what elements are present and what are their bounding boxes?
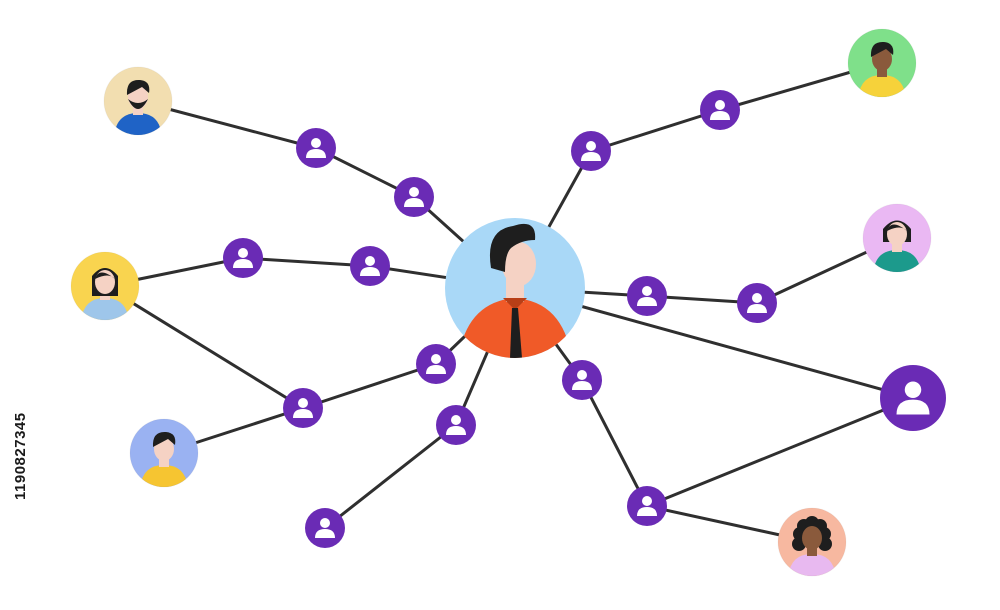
user-icon-head: [409, 187, 419, 197]
user-node-icon: [305, 508, 345, 548]
user-icon-body: [404, 198, 424, 207]
connection-line: [580, 378, 649, 508]
connection-line: [589, 108, 722, 153]
connection-line: [103, 284, 305, 410]
user-node-icon: [283, 388, 323, 428]
user-node-icon: [350, 246, 390, 286]
user-icon-body: [747, 304, 767, 313]
user-icon-body: [426, 365, 446, 374]
connection-line: [241, 256, 372, 268]
user-node-icon: [416, 344, 456, 384]
user-icon-body: [572, 381, 592, 390]
user-icon-head: [904, 381, 922, 398]
user-icon-body: [233, 259, 253, 268]
user-icon-head: [586, 141, 596, 151]
user-nodes: [223, 90, 946, 548]
user-icon-head: [451, 415, 461, 425]
connection-line: [645, 396, 915, 508]
user-icon-head: [298, 398, 308, 408]
user-icon-head: [365, 256, 375, 266]
user-icon-head: [642, 496, 652, 506]
user-node-icon: [394, 177, 434, 217]
user-icon-body: [637, 507, 657, 516]
woman-blue-top-avatar: [70, 251, 140, 321]
user-node-icon: [296, 128, 336, 168]
user-icon-head: [642, 286, 652, 296]
central-person-hub: [445, 218, 585, 358]
user-icon-head: [431, 354, 441, 364]
user-icon-body: [896, 399, 930, 415]
user-node-icon: [562, 360, 602, 400]
user-icon-head: [715, 100, 725, 110]
user-node-icon: [737, 283, 777, 323]
user-icon-body: [637, 297, 657, 306]
user-icon-body: [293, 409, 313, 418]
man-with-tie-avatar: [457, 223, 573, 358]
user-icon-body: [306, 149, 326, 158]
man-yellow-shirt-avatar: [847, 28, 917, 98]
user-icon-head: [577, 370, 587, 380]
user-icon-body: [710, 111, 730, 120]
user-icon-body: [315, 529, 335, 538]
user-node-icon: [436, 405, 476, 445]
man-mustache-avatar: [129, 418, 199, 488]
user-node-icon: [627, 486, 667, 526]
person-avatars: [70, 28, 932, 577]
curly-hair-woman-avatar: [777, 507, 847, 577]
user-icon-body: [446, 426, 466, 435]
user-icon-body: [360, 267, 380, 276]
connection-line: [323, 423, 458, 530]
large-user-node-icon: [880, 365, 946, 431]
tie-icon: [510, 308, 522, 358]
user-icon-head: [320, 518, 330, 528]
user-icon-body: [581, 152, 601, 161]
user-icon-head: [238, 248, 248, 258]
stock-id-watermark: 1190827345: [12, 412, 29, 500]
connection-line: [301, 362, 438, 410]
user-icon-head: [752, 293, 762, 303]
user-node-icon: [223, 238, 263, 278]
user-node-icon: [700, 90, 740, 130]
user-icon-head: [311, 138, 321, 148]
user-node-icon: [571, 131, 611, 171]
bearded-man-avatar: [103, 66, 173, 136]
user-node-icon: [627, 276, 667, 316]
woman-teal-top-avatar: [862, 203, 932, 273]
